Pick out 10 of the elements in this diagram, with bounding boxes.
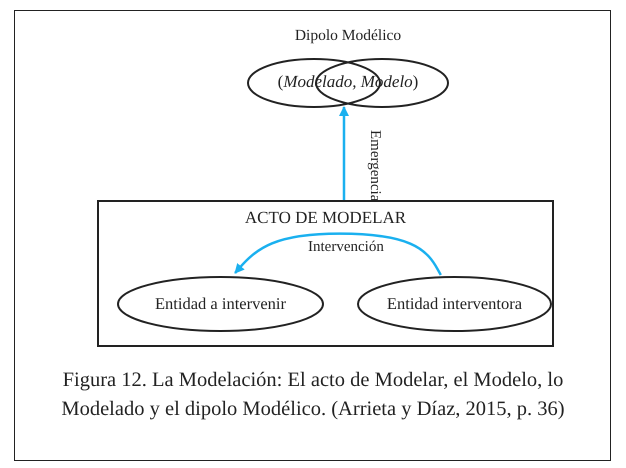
- edge-label: Emergencia: [366, 130, 383, 201]
- arrow: [234, 232, 442, 276]
- edge-label: Intervención: [308, 239, 384, 256]
- arrow: [339, 106, 349, 200]
- node-label: Entidad interventora: [386, 294, 524, 314]
- diagram-heading: Dipolo Modélico: [294, 26, 402, 46]
- figure-caption: Figura 12. La Modelación: El acto de Modelar, el Modelo, lo Modelado y el dipolo Modélico. (Arrieta y Díaz, 2015, p. 36): [60, 368, 566, 422]
- node-label: Entidad a intervenir: [154, 294, 288, 314]
- box-title: ACTO DE MODELAR: [244, 208, 408, 228]
- process-box: [97, 200, 554, 347]
